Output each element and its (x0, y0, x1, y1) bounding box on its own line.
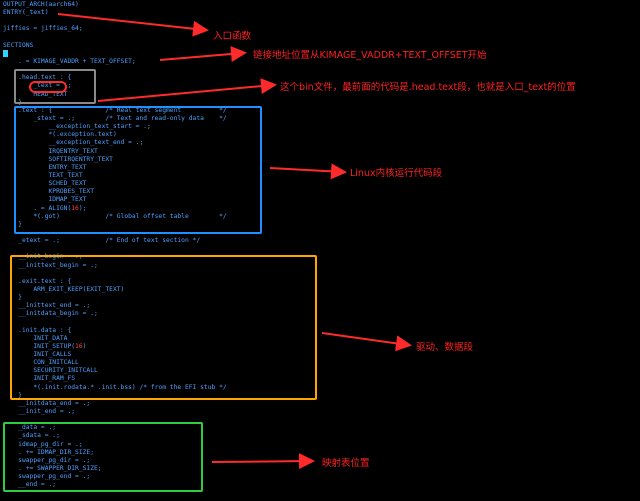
code-line: ENTRY_TEXT (3, 163, 87, 171)
code-line: SECTIONS (3, 41, 34, 49)
code-line: ENTRY(_text) (3, 9, 49, 17)
linker-script-code: OUTPUT_ARCH(aarch64)ENTRY(_text)jiffies … (3, 1, 227, 489)
code-line: SECURITY_INITCALL (3, 367, 98, 375)
cursor (3, 49, 8, 57)
arrow-link-addr (159, 46, 247, 62)
code-line: . = KIMAGE_VADDR + TEXT_OFFSET; (3, 57, 136, 65)
code-line: _stext = .; /* Text and read-only data *… (3, 114, 227, 122)
code-line: __end = .; (3, 481, 57, 489)
code-line: *(.exception.text) (3, 131, 117, 139)
code-line: .init.data : { (3, 326, 72, 334)
code-line: INIT_SETUP(16) (3, 342, 87, 350)
head-text-box (14, 69, 96, 104)
arrow-head-text (97, 78, 277, 102)
code-line: __initdata_begin = .; (3, 310, 98, 318)
code-line: ARM_EXIT_KEEP(EXIT_TEXT) (3, 285, 125, 293)
code-line: swapper_pg_dir = .; (3, 456, 91, 464)
code-line: _data = .; (3, 424, 57, 432)
code-line: SOFTIRQENTRY_TEXT (3, 155, 113, 163)
arrow-driver-data (321, 332, 412, 352)
code-line: INIT_DATA (3, 334, 68, 342)
annotation-map-table: 映射表位置 (322, 458, 370, 469)
code-line: . += SWAPPER_DIR_SIZE; (3, 465, 102, 473)
code-line: INIT_CALLS (3, 351, 72, 359)
text-section-box (14, 106, 262, 234)
code-line: _text = .; (3, 82, 72, 90)
code-line: .head.text : { (3, 74, 72, 82)
arrow-entry (57, 13, 209, 37)
code-line (3, 49, 227, 58)
annotation-link-addr: 链接地址位置从KIMAGE_VADDR+TEXT_OFFSET开始 (253, 50, 487, 61)
code-line: _sdata = .; (3, 432, 60, 440)
code-line: __inittext_begin = .; (3, 261, 98, 269)
code-line: CON_INITCALL (3, 359, 79, 367)
code-line: INIT_RAM_FS (3, 375, 76, 383)
annotation-head-text: 这个bin文件，最前面的代码是.head.text段，也就是入口_text的位置 (280, 82, 576, 93)
code-line: . += IDMAP_DIR_SIZE; (3, 448, 94, 456)
code-line: .text : { /* Real text segment */ (3, 106, 227, 114)
code-line: HEAD_TEXT (3, 90, 68, 98)
code-line: swapper_pg_end = .; (3, 473, 91, 481)
code-line: IDMAP_TEXT (3, 196, 87, 204)
code-line: SCHED_TEXT (3, 180, 87, 188)
arrow-map-table (211, 453, 315, 470)
code-line: __exception_text_start = .; (3, 123, 151, 131)
code-line: .exit.text : { (3, 277, 72, 285)
code-line: } (3, 220, 22, 228)
code-line: __init_end = .; (3, 408, 76, 416)
code-line: KPROBES_TEXT (3, 188, 94, 196)
code-line: __inittext_end = .; (3, 302, 91, 310)
code-line: *(.got) /* Global offset table */ (3, 212, 227, 220)
code-line: jiffies = jiffies_64; (3, 25, 83, 33)
annotation-driver-data: 驱动、数据段 (416, 342, 474, 353)
annotation-entry: 入口函数 (213, 31, 252, 42)
code-line: OUTPUT_ARCH(aarch64) (3, 1, 79, 8)
annotation-kernel-code: Linux内核运行代码段 (350, 168, 443, 179)
code-line: __exception_text_end = .; (3, 139, 144, 147)
arrow-kernel-code (269, 163, 347, 180)
init-section-box (10, 255, 317, 400)
code-line: } (3, 391, 22, 399)
code-line: _etext = .; /* End of text section */ (3, 237, 201, 245)
numeric-literal: 16 (71, 204, 79, 212)
pgdir-section-box (3, 422, 203, 492)
code-line: . = ALIGN(16); (3, 204, 87, 212)
code-line: IRQENTRY_TEXT (3, 147, 98, 155)
numeric-literal: 16 (75, 342, 83, 350)
code-line: idmap_pg_dir = .; (3, 440, 83, 448)
text-symbol-highlight (29, 81, 67, 93)
code-line: } (3, 294, 22, 302)
code-line: *(.init.rodata.* .init.bss) /* from the … (3, 383, 227, 391)
code-line: __initdata_end = .; (3, 399, 91, 407)
code-line: TEXT_TEXT (3, 171, 83, 179)
